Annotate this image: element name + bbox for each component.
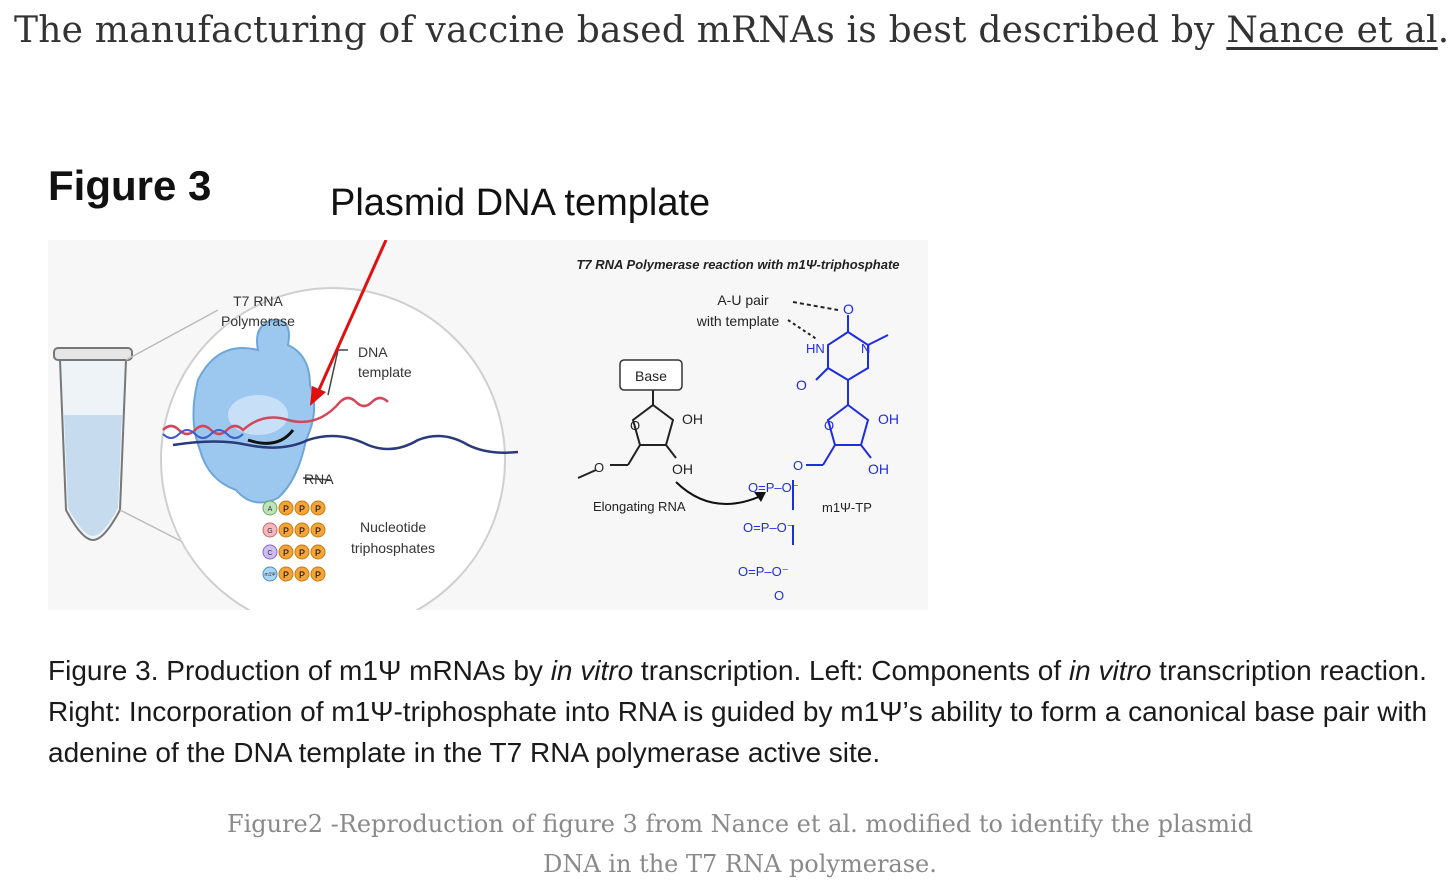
intro-period: . bbox=[1437, 10, 1450, 51]
svg-text:P: P bbox=[283, 526, 289, 536]
polymerase-label-2: Polymerase bbox=[221, 313, 295, 329]
ntp-row-m1psi: m1Ψ P P P bbox=[262, 566, 326, 582]
polymerase-label-1: T7 RNA bbox=[233, 293, 283, 309]
ribose-o-left: O bbox=[630, 418, 640, 433]
phosphate-gamma: O=P–O⁻ bbox=[738, 564, 789, 579]
svg-text:C: C bbox=[267, 550, 272, 557]
elongating-rna-label: Elongating RNA bbox=[593, 499, 686, 514]
svg-text:P: P bbox=[299, 570, 305, 580]
ribose-oh-bottom-right: OH bbox=[868, 461, 889, 477]
elongating-rna-ribose bbox=[577, 388, 677, 479]
reaction-title: T7 RNA Polymerase reaction with m1Ψ-trip… bbox=[576, 257, 899, 272]
reproduction-caption: Figure2 -Reproduction of figure 3 from N… bbox=[150, 804, 1330, 884]
ribose-oh-top-left: OH bbox=[682, 411, 703, 427]
dna-template-strand bbox=[162, 396, 389, 436]
svg-text:P: P bbox=[315, 526, 321, 536]
terminal-o: O bbox=[774, 588, 784, 603]
caption-part-2: transcription. Left: Components of bbox=[633, 655, 1069, 686]
base-box bbox=[619, 359, 683, 391]
svg-text:P: P bbox=[299, 548, 305, 558]
carbonyl-o-top: O bbox=[843, 301, 854, 317]
intro-text: The manufacturing of vaccine based mRNAs… bbox=[14, 10, 1227, 51]
template-dots bbox=[787, 319, 819, 341]
ntp-label-1: Nucleotide bbox=[360, 519, 426, 535]
ntp-row-c: C P P P bbox=[262, 544, 326, 560]
rna-strand bbox=[172, 434, 519, 454]
phosphate-alpha: O=P–O⁻ bbox=[748, 480, 799, 495]
ribose-o-right: O bbox=[824, 418, 834, 433]
ribose-oh-bottom-left: OH bbox=[672, 461, 693, 477]
hn-label: HN bbox=[806, 341, 825, 356]
reproduction-caption-line-2: DNA in the T7 RNA polymerase. bbox=[543, 850, 937, 878]
m1psi-tp-label: m1Ψ-TP bbox=[822, 500, 872, 515]
phosphate-beta: O=P–O⁻ bbox=[743, 520, 794, 535]
svg-text:m1Ψ: m1Ψ bbox=[264, 572, 275, 578]
figure-caption: Figure 3. Production of m1Ψ mRNAs by in … bbox=[48, 650, 1448, 773]
figure-label: Figure 3 bbox=[48, 162, 212, 209]
ribose-oh-top-right: OH bbox=[878, 411, 899, 427]
figure-illustration: T7 RNA Polymerase DNA template RNA Nucle… bbox=[48, 240, 928, 610]
svg-text:P: P bbox=[315, 504, 321, 514]
ntp-stack: A P P P G P P P C P P P m1Ψ P P P bbox=[262, 500, 326, 582]
zoom-line-top bbox=[125, 309, 219, 361]
svg-text:P: P bbox=[315, 570, 321, 580]
caption-italic-2: in vitro bbox=[1068, 655, 1152, 686]
au-pair-label-2: with template bbox=[696, 313, 780, 329]
ntp-row-a: A P P P bbox=[262, 500, 326, 516]
ribose-o-chain: O bbox=[594, 460, 604, 475]
ntp-label-2: triphosphates bbox=[351, 540, 435, 556]
svg-text:P: P bbox=[283, 504, 289, 514]
ntp-row-g: G P P P bbox=[262, 522, 326, 538]
annotation-arrow bbox=[310, 240, 388, 406]
svg-text:P: P bbox=[283, 570, 289, 580]
au-pair-label-1: A-U pair bbox=[717, 292, 769, 308]
svg-text:A: A bbox=[268, 506, 273, 513]
svg-text:P: P bbox=[299, 526, 305, 536]
base-box-label: Base bbox=[635, 368, 667, 384]
svg-text:P: P bbox=[299, 504, 305, 514]
caption-italic-1: in vitro bbox=[550, 655, 634, 686]
intro-sentence: The manufacturing of vaccine based mRNAs… bbox=[14, 10, 1449, 51]
caption-part-1: Figure 3. Production of m1Ψ mRNAs by bbox=[48, 655, 551, 686]
svg-text:P: P bbox=[315, 548, 321, 558]
svg-text:P: P bbox=[283, 548, 289, 558]
plasmid-annotation-label: Plasmid DNA template bbox=[330, 182, 711, 224]
svg-text:G: G bbox=[267, 528, 272, 535]
nance-link[interactable]: Nance et al bbox=[1226, 10, 1438, 51]
dna-label-1: DNA bbox=[358, 344, 388, 360]
carbonyl-o-bottom: O bbox=[796, 377, 807, 393]
au-pair-dots bbox=[792, 301, 839, 311]
rna-label: RNA bbox=[304, 471, 334, 487]
polymerase-pocket bbox=[228, 395, 288, 435]
m1psi-tp-structure bbox=[792, 315, 889, 545]
n-label: N bbox=[861, 341, 870, 356]
reproduction-caption-line-1: Figure2 -Reproduction of figure 3 from N… bbox=[226, 810, 1254, 838]
dna-label-2: template bbox=[358, 364, 412, 380]
test-tube-icon bbox=[53, 347, 133, 542]
attack-arrow bbox=[675, 481, 764, 505]
caption-part-3: transcription reaction. Right: Incorpora… bbox=[48, 655, 1428, 768]
ester-o: O bbox=[793, 458, 803, 473]
